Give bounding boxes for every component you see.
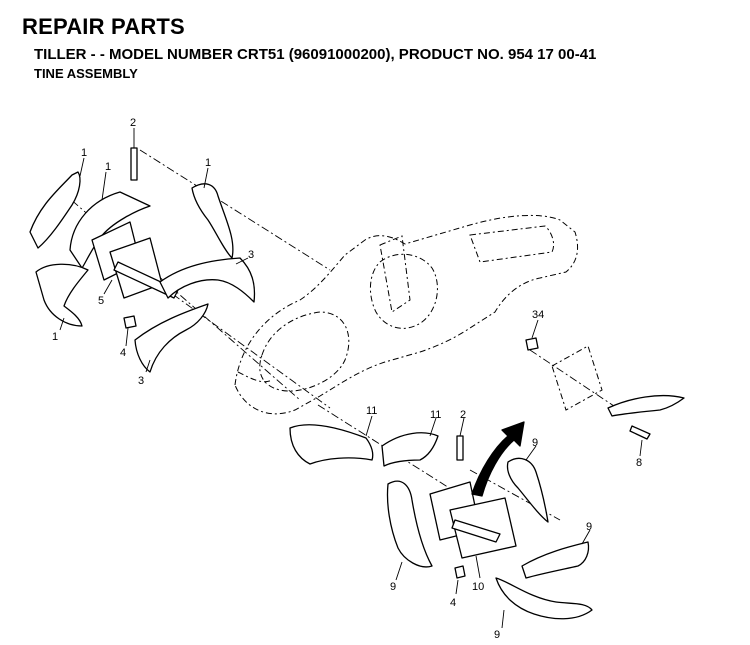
tine-part-9 — [386, 480, 433, 568]
page-title: REPAIR PARTS — [22, 14, 185, 39]
tine-hub-plate-10 — [449, 497, 517, 559]
tine-part — [607, 395, 685, 417]
right-tine-assembly — [289, 421, 593, 620]
tine-part-9 — [506, 457, 549, 523]
callout-9: 9 — [390, 581, 396, 593]
lock-nut-part-4 — [454, 565, 466, 579]
tiller-housing-outline — [234, 214, 579, 415]
model-subtitle: TILLER - - MODEL NUMBER CRT51 (960910002… — [34, 46, 597, 63]
callout-34: 34 — [532, 309, 544, 321]
tine-part-9 — [521, 541, 590, 579]
callout-8: 8 — [636, 457, 642, 469]
callout-1: 1 — [52, 331, 58, 343]
tine-part-9 — [495, 577, 593, 620]
tine-part-1 — [69, 191, 151, 269]
bolt-part-2 — [130, 147, 138, 181]
callout-1: 1 — [81, 147, 87, 159]
tine-part-1 — [191, 183, 234, 259]
bolt-part-8 — [629, 425, 651, 440]
tine-part-11 — [289, 424, 374, 465]
callout-9: 9 — [494, 629, 500, 641]
callout-5: 5 — [98, 295, 104, 307]
callout-4: 4 — [120, 347, 126, 359]
callout-2: 2 — [130, 117, 136, 129]
lock-nut-part-34 — [525, 337, 539, 351]
left-tine-assembly — [29, 147, 256, 373]
tine-part-1 — [29, 171, 81, 249]
bolt-part-2 — [456, 435, 464, 461]
tine-part-3 — [159, 257, 256, 303]
callout-3: 3 — [138, 375, 144, 387]
outer-plate-assembly — [525, 337, 685, 440]
tine-part-3 — [134, 303, 209, 373]
callout-1: 1 — [205, 157, 211, 169]
callout-11: 11 — [430, 409, 441, 421]
callout-labels: 1 1 1 1 2 3 3 4 5 34 11 11 2 9 9 9 9 8 1… — [52, 117, 642, 641]
callout-4: 4 — [450, 597, 456, 609]
callout-3: 3 — [248, 249, 254, 261]
tine-shaft — [451, 519, 501, 543]
tine-shaft-5 — [113, 261, 179, 299]
leader-lines — [59, 128, 643, 629]
mounting-plate — [551, 345, 603, 411]
rotation-arrow-icon — [471, 421, 525, 497]
callout-9: 9 — [586, 521, 592, 533]
callout-9: 9 — [532, 437, 538, 449]
callout-10: 10 — [472, 581, 484, 593]
callout-1: 1 — [105, 161, 111, 173]
tine-part-11 — [381, 432, 439, 467]
callout-11: 11 — [366, 405, 377, 417]
tine-part-1 — [35, 263, 89, 327]
section-title: TINE ASSEMBLY — [34, 66, 138, 81]
lock-nut-part-4 — [123, 315, 137, 329]
callout-2: 2 — [460, 409, 466, 421]
